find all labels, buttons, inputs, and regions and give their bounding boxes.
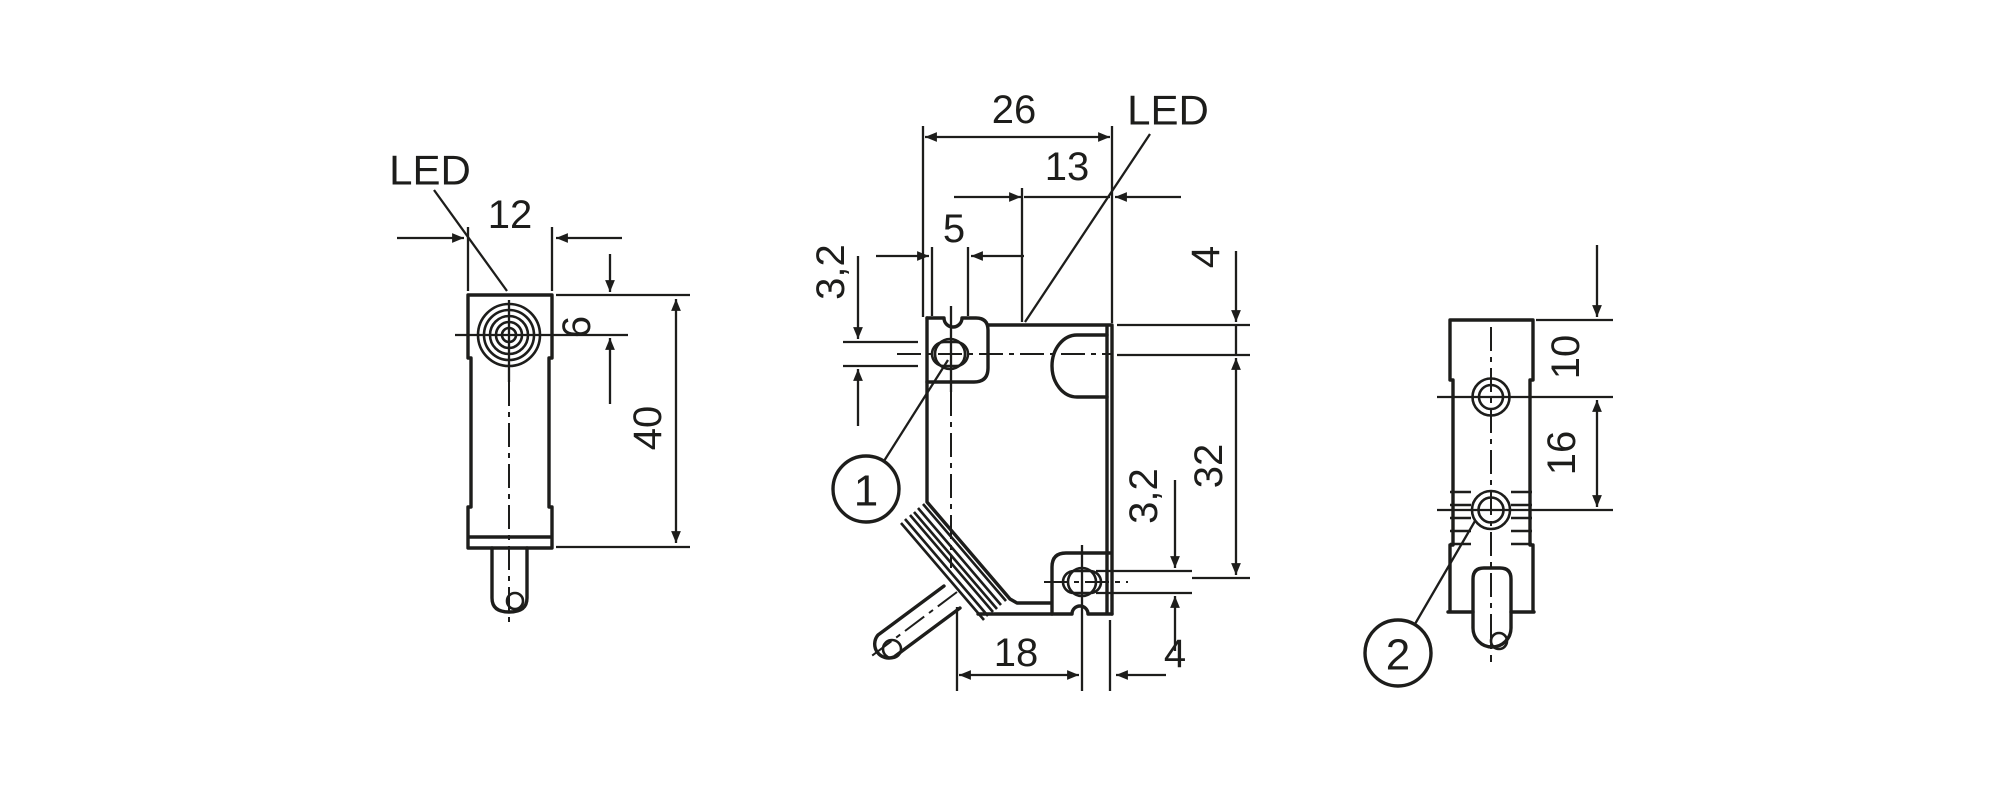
- front-height-dim-label: 40: [626, 406, 670, 451]
- front-width-dim-label: 12: [488, 193, 533, 237]
- front-gland-detail-circle: [505, 591, 525, 611]
- side-slot-length-ext-lines: [930, 247, 970, 316]
- callout-1-label: 1: [854, 467, 878, 516]
- side-led-leader: [1024, 133, 1151, 323]
- end-body-outline: [1446, 318, 1536, 614]
- side-top-offset-dim-label: 4: [1184, 246, 1228, 268]
- callout-1-leader: [883, 359, 949, 462]
- side-right-ext-lines: [1117, 323, 1250, 580]
- side-slot-height-ext-lines: [843, 340, 918, 368]
- side-lower-slot-ext-lines: [1096, 569, 1192, 595]
- callout-2-leader: [1414, 520, 1476, 625]
- front-led-leader: [433, 189, 508, 292]
- end-hole-spacing-dim-label: 16: [1540, 431, 1584, 476]
- side-upper-slot: [930, 340, 970, 368]
- front-width-ext-lines: [466, 227, 554, 291]
- front-view: LED 12 6 40: [389, 147, 690, 624]
- front-body-outline: [466, 293, 554, 550]
- callout-1-balloon: [831, 454, 901, 524]
- end-view: 10 16 2: [1363, 245, 1613, 688]
- front-led-label: LED: [389, 147, 471, 194]
- side-cable-end-circle: [881, 638, 903, 660]
- side-led-pos-dim-label: 13: [1045, 145, 1090, 189]
- side-upper-tab: [925, 316, 990, 384]
- end-cable-gland: [1471, 566, 1513, 649]
- callout-2-label: 2: [1386, 631, 1410, 680]
- end-upper-hole-dim-label: 10: [1544, 335, 1588, 380]
- side-cable-centerline: [868, 591, 958, 659]
- side-hole-edge-dim-label: 4: [1164, 632, 1186, 676]
- front-crosshair: [455, 300, 628, 382]
- end-gland-detail-circle: [1489, 631, 1509, 651]
- side-hole-pos-dim-label: 18: [994, 631, 1039, 675]
- callout-2-balloon: [1363, 618, 1433, 688]
- side-view: LED 26 13 5 3,2 4 32 3,2 18: [809, 87, 1250, 691]
- side-depth-ext-lines: [921, 126, 1114, 323]
- side-bottom-ext-lines: [955, 607, 1112, 691]
- side-led-pos-ext-line: [1020, 188, 1110, 322]
- side-depth-dim-label: 26: [992, 88, 1037, 132]
- front-led-offset-dim-label: 6: [555, 316, 599, 338]
- side-lower-slot-dim-label: 3,2: [1122, 468, 1166, 524]
- side-bottom-edge: [976, 604, 1114, 616]
- side-slot-length-dim-label: 5: [943, 207, 965, 251]
- side-cable-boot-hatch: [900, 503, 1007, 621]
- front-cable-gland: [490, 546, 529, 614]
- side-sensing-dome: [1050, 333, 1109, 399]
- side-slot-height-dim-label: 3,2: [809, 244, 853, 300]
- side-led-label: LED: [1127, 87, 1209, 134]
- side-body-outline: [925, 316, 1114, 616]
- end-ext-lines: [1437, 318, 1613, 512]
- side-hole-spacing-dim-label: 32: [1187, 444, 1231, 489]
